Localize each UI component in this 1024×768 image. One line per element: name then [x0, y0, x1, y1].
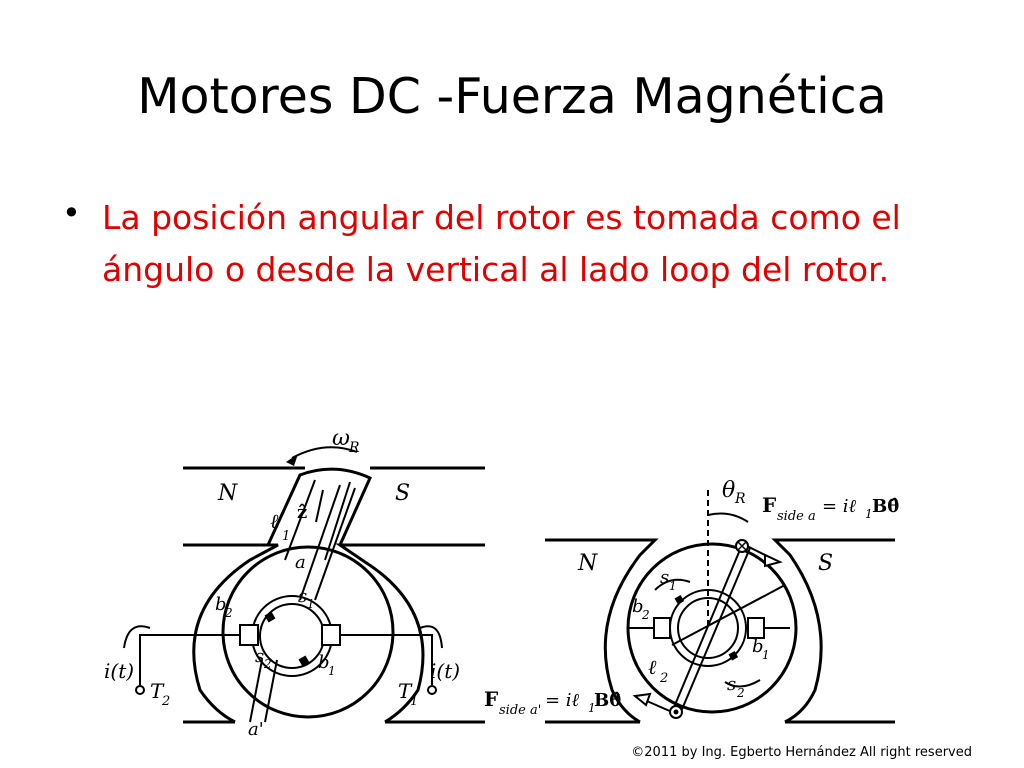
slide-title: Motores DC -Fuerza Magnética [137, 68, 887, 125]
force-a-eq: = iℓ [822, 496, 857, 517]
left-l-label: ℓ [270, 509, 279, 533]
a-label: a [295, 552, 306, 573]
t2-sub: 2 [161, 694, 170, 709]
right-b1-label: b [752, 636, 764, 657]
theta-sub: R [734, 491, 746, 507]
force-ap-eq2: Bθ̂ [594, 690, 621, 711]
left-commutator-segments [264, 611, 310, 667]
left-b1-sub: 1 [328, 664, 336, 678]
t1-label: T [398, 679, 413, 703]
force-a-eq2: Bθ̂ [872, 496, 899, 517]
right-s2-sub: 2 [736, 686, 745, 700]
bullet-text: La posición angular del rotor es tomada … [102, 198, 901, 289]
left-s1-label: s [298, 586, 307, 607]
copyright-footer: ©2011 by Ing. Egberto Hernández All righ… [631, 745, 972, 760]
left-motor-figure [123, 446, 485, 724]
right-b2-label: b [632, 596, 644, 617]
cross-marker [737, 541, 747, 551]
right-motor-figure [545, 490, 895, 724]
force-a-symbol: F [762, 493, 776, 517]
left-s1-sub: 1 [307, 597, 315, 611]
force-ap-sub: side a' [499, 703, 541, 718]
left-b2-label: b [215, 594, 227, 615]
a-prime-label: a' [248, 719, 264, 740]
left-current-label: i(t) [104, 659, 134, 683]
right-s2-label: s [727, 674, 736, 695]
theta-label: θ [722, 478, 735, 503]
left-s2-sub: 2 [263, 657, 272, 671]
left-s-label: S [395, 481, 410, 506]
right-markers-fill [673, 595, 739, 715]
right-b1-sub: 1 [762, 648, 770, 662]
force-ap-eq-sub: 1 [588, 701, 596, 715]
left-b2-sub: 2 [224, 606, 233, 620]
left-n-label: N [217, 481, 238, 506]
left-l-sub: 1 [282, 529, 290, 544]
omega-sub: R [348, 440, 360, 456]
right-s1-label: s [660, 567, 669, 588]
force-a-eq-sub: 1 [865, 507, 873, 521]
force-ap-eq: = iℓ [545, 690, 580, 711]
bullet-marker: • [62, 194, 81, 232]
left-s2-label: s [255, 646, 264, 667]
right-current-label: i(t) [430, 659, 460, 683]
right-l-sub: 2 [659, 671, 668, 686]
right-b2-sub: 2 [641, 608, 650, 622]
left-b1-label: b [318, 652, 330, 673]
t1-sub: 1 [410, 694, 418, 709]
t2-label: T [150, 679, 165, 703]
force-ap-symbol: F [484, 687, 498, 711]
right-l-label: ℓ [648, 655, 657, 679]
omega-label: ω [332, 426, 350, 451]
right-s1-sub: 1 [669, 579, 677, 593]
force-a-sub: side a [777, 509, 816, 524]
z-label: ẑ [297, 502, 307, 523]
right-s-label: S [818, 551, 833, 576]
right-n-label: N [577, 551, 598, 576]
